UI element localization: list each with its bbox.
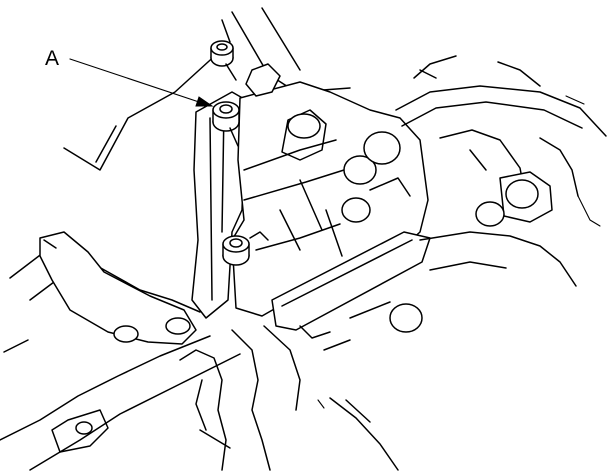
leader-arrowhead — [195, 96, 214, 107]
callout-label: A — [45, 47, 59, 70]
pipe-assembly — [395, 55, 607, 227]
bolt-lower — [222, 231, 269, 266]
callout-a: A — [45, 47, 214, 107]
lower-casting — [179, 325, 399, 471]
leader-line — [69, 58, 206, 105]
channel-bar — [271, 231, 431, 339]
lower-right-housing — [323, 231, 577, 351]
bolt-upper — [210, 40, 237, 81]
bracket-lever — [39, 231, 197, 345]
bolt-middle — [212, 101, 240, 147]
